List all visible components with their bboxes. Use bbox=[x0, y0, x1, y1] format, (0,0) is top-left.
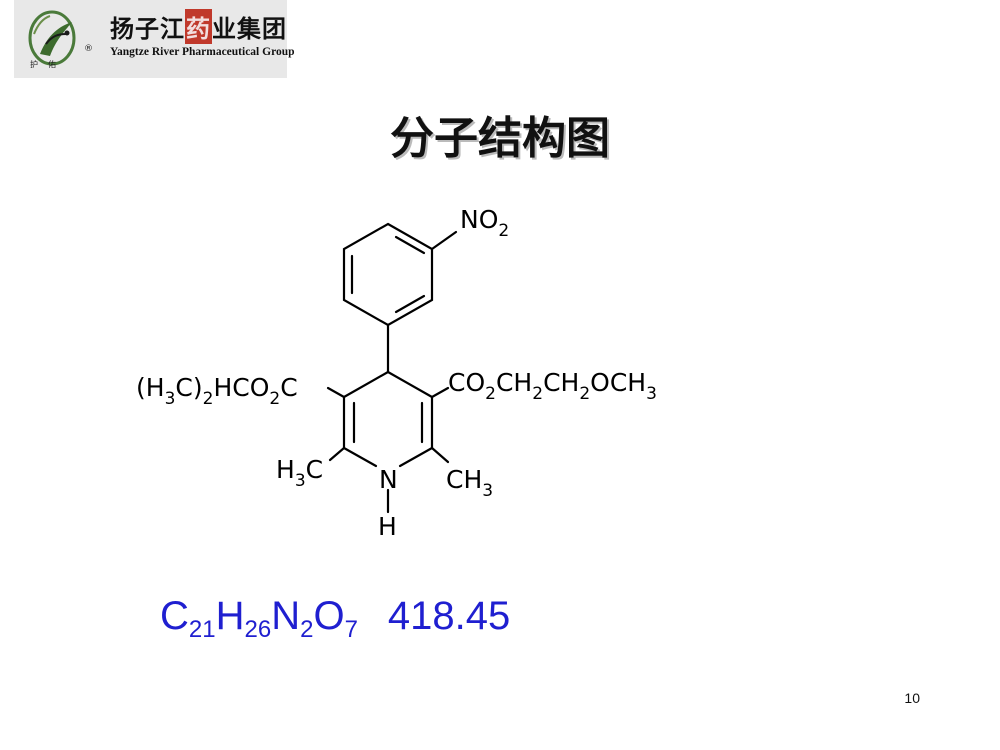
company-logo: ® 护佑 扬子江药业集团 Yangtze River Pharmaceutica… bbox=[14, 0, 295, 78]
slide-title: 分子结构图 bbox=[390, 113, 610, 164]
molecular-weight: 418.45 bbox=[387, 594, 511, 638]
logo-english-name: Yangtze River Pharmaceutical Group bbox=[110, 46, 295, 58]
nitro-group-label: NO2 bbox=[460, 205, 509, 241]
crane-emblem-icon bbox=[28, 10, 76, 66]
methyl-bond-right bbox=[430, 446, 450, 464]
nitro-bond bbox=[430, 230, 458, 251]
methyl-bond-left bbox=[328, 446, 346, 462]
registered-mark: ® bbox=[84, 44, 93, 54]
benzene-ring bbox=[342, 222, 434, 327]
ester-bond-left bbox=[326, 386, 346, 399]
ring-bond bbox=[398, 446, 434, 468]
right-ester-label: CO2CH2CH2OCH3 bbox=[448, 368, 657, 404]
logo-chinese-name: 扬子江药业集团 bbox=[110, 9, 287, 44]
ester-bond-right bbox=[430, 386, 450, 399]
ring-bond bbox=[342, 446, 378, 468]
nitrogen-label: N bbox=[379, 465, 398, 494]
methyl-left-label: H3C bbox=[276, 455, 323, 491]
benzene-double-bond bbox=[394, 235, 426, 255]
page-number: 10 bbox=[904, 690, 920, 706]
ring-bond bbox=[342, 370, 390, 399]
ring-bond bbox=[386, 370, 434, 399]
hydrogen-label: H bbox=[378, 512, 397, 541]
methyl-right-label: CH3 bbox=[446, 465, 493, 501]
logo-tagline: 护佑 bbox=[30, 60, 66, 69]
left-ester-label: (H3C)2HCO2C bbox=[136, 373, 298, 409]
benzene-double-bond bbox=[394, 294, 426, 314]
